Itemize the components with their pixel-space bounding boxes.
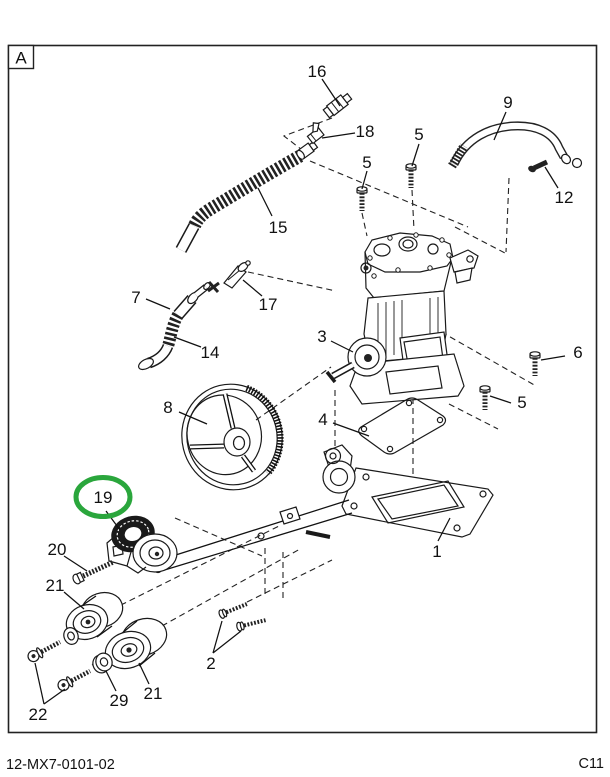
pulley-8 xyxy=(181,383,284,491)
callout-17: 17 xyxy=(259,295,278,314)
washer-small xyxy=(63,627,79,645)
bolt-2-b xyxy=(236,618,267,632)
tensioner-19 xyxy=(106,515,178,574)
callout-16: 16 xyxy=(308,62,327,81)
callout-labels: 16 18 5 5 9 12 15 7 17 14 3 6 5 8 4 1 19… xyxy=(29,62,583,724)
callout-14: 14 xyxy=(201,343,220,362)
assembly-axis-lines xyxy=(66,117,537,666)
crankshaft-3 xyxy=(325,337,387,384)
bolt-5-b xyxy=(405,163,417,188)
highlight-circle-19 xyxy=(73,475,133,519)
hose-7 xyxy=(138,281,211,371)
fitting-18 xyxy=(306,122,325,145)
hose-15-fitting xyxy=(296,140,319,160)
callout-1: 1 xyxy=(432,542,441,561)
callout-19: 19 xyxy=(94,488,113,507)
page-code: C11 xyxy=(578,756,604,772)
callout-3: 3 xyxy=(317,327,326,346)
callout-5-a: 5 xyxy=(362,153,371,172)
callout-6: 6 xyxy=(573,343,582,362)
hose-15 xyxy=(175,140,319,253)
callout-7: 7 xyxy=(131,288,140,307)
callout-5-b: 5 xyxy=(414,125,423,144)
clamp-icon xyxy=(207,280,220,294)
idler-pulley-21-lower xyxy=(104,617,168,670)
bolt-6 xyxy=(529,351,541,376)
callout-22: 22 xyxy=(29,705,48,724)
compressor-body xyxy=(325,232,479,405)
bracket-1 xyxy=(152,444,494,574)
hose-9 xyxy=(448,121,583,169)
callout-8: 8 xyxy=(163,398,172,417)
callout-4: 4 xyxy=(318,410,327,429)
bolt-5-a xyxy=(356,186,368,211)
bolt-2-a xyxy=(218,602,248,619)
callout-12: 12 xyxy=(555,188,574,207)
callout-leader-lines xyxy=(34,78,566,705)
callout-5-c: 5 xyxy=(517,393,526,412)
gasket-4 xyxy=(358,397,447,455)
callout-29: 29 xyxy=(110,691,129,710)
bolt-22-a xyxy=(27,640,62,663)
callout-20: 20 xyxy=(48,540,67,559)
callout-18: 18 xyxy=(356,122,375,141)
washer-29 xyxy=(92,652,113,674)
callout-9: 9 xyxy=(503,93,512,112)
callout-21-b: 21 xyxy=(144,684,163,703)
callout-15: 15 xyxy=(269,218,288,237)
drawing-frame xyxy=(7,44,598,734)
document-number: 12-MX7-0101-02 xyxy=(6,757,115,773)
bolt-5-c xyxy=(479,385,491,410)
pulley-8-hub xyxy=(189,393,257,473)
fitting-16 xyxy=(322,92,353,119)
view-label: A xyxy=(15,49,27,68)
fitting-12 xyxy=(528,159,549,173)
fitting-17 xyxy=(223,260,251,289)
bolt-22-b xyxy=(57,669,92,692)
bolt-20 xyxy=(72,559,115,585)
callout-2: 2 xyxy=(206,654,215,673)
callout-21-a: 21 xyxy=(46,576,65,595)
